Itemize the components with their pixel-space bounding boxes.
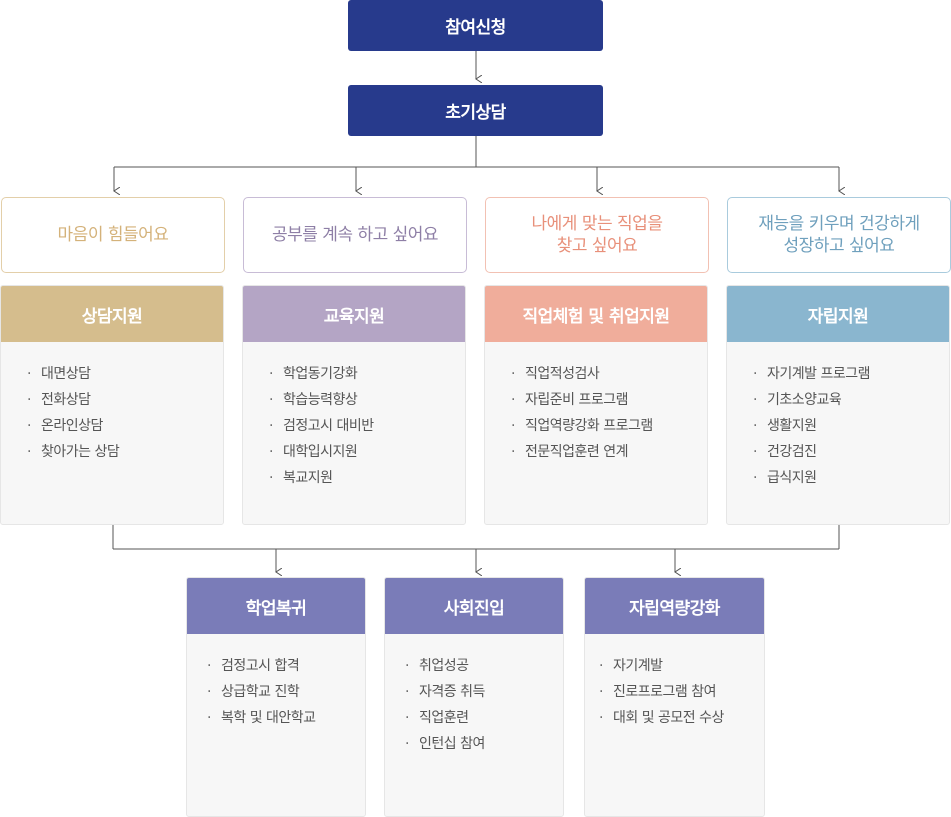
list-item: 자격증 취득: [405, 679, 563, 705]
list-item: 진로프로그램 참여: [599, 679, 764, 705]
list-item: 복교지원: [269, 465, 465, 491]
support-card-career: 직업체험 및 취업지원 직업적성검사 자립준비 프로그램 직업역량강화 프로그램…: [484, 285, 708, 525]
initial-consult-node-label: 초기상담: [445, 103, 506, 123]
list-item: 찾아가는 상담: [27, 439, 223, 465]
list-item: 대회 및 공모전 수상: [599, 705, 764, 731]
outcome-card-header: 학업복귀: [187, 578, 365, 634]
support-card-header: 직업체험 및 취업지원: [485, 286, 707, 342]
support-card-title: 직업체험 및 취업지원: [522, 306, 670, 327]
list-item: 검정고시 대비반: [269, 413, 465, 439]
list-item: 자기계발 프로그램: [753, 361, 949, 387]
outcome-card-self-reliance: 자립역량강화 자기계발 진로프로그램 참여 대회 및 공모전 수상: [584, 577, 765, 817]
support-card-header: 상담지원: [1, 286, 223, 342]
outcome-card-list: 취업성공 자격증 취득 직업훈련 인턴십 참여: [385, 634, 563, 757]
list-item: 인턴십 참여: [405, 731, 563, 757]
outcome-card-title: 학업복귀: [245, 598, 307, 619]
outcome-card-header: 자립역량강화: [585, 578, 764, 634]
initial-consult-node: 초기상담: [348, 85, 603, 136]
support-card-education: 교육지원 학업동기강화 학습능력향상 검정고시 대비반 대학입시지원 복교지원: [242, 285, 466, 525]
list-item: 전문직업훈련 연계: [511, 439, 707, 465]
support-card-list: 대면상담 전화상담 온라인상담 찾아가는 상담: [1, 342, 223, 465]
list-item: 직업훈련: [405, 705, 563, 731]
support-card-title: 교육지원: [323, 306, 385, 327]
list-item: 학업동기강화: [269, 361, 465, 387]
apply-node: 참여신청: [348, 0, 603, 51]
outcome-card-title: 사회진입: [443, 598, 505, 619]
support-card-header: 교육지원: [243, 286, 465, 342]
list-item: 급식지원: [753, 465, 949, 491]
need-box-label: 공부를 계속 하고 싶어요: [271, 225, 439, 245]
support-card-list: 학업동기강화 학습능력향상 검정고시 대비반 대학입시지원 복교지원: [243, 342, 465, 491]
need-box-label: 마음이 힘들어요: [57, 225, 169, 245]
outcome-card-list: 검정고시 합격 상급학교 진학 복학 및 대안학교: [187, 634, 365, 731]
need-box-3: 나에게 맞는 직업을 찾고 싶어요: [485, 197, 709, 273]
need-box-label: 나에게 맞는 직업을 찾고 싶어요: [531, 214, 663, 256]
apply-node-label: 참여신청: [445, 18, 506, 38]
outcome-card-header: 사회진입: [385, 578, 563, 634]
outcome-card-title: 자립역량강화: [629, 598, 720, 619]
support-card-header: 자립지원: [727, 286, 949, 342]
list-item: 학습능력향상: [269, 387, 465, 413]
list-item: 전화상담: [27, 387, 223, 413]
list-item: 대학입시지원: [269, 439, 465, 465]
support-card-counseling: 상담지원 대면상담 전화상담 온라인상담 찾아가는 상담: [0, 285, 224, 525]
list-item: 건강검진: [753, 439, 949, 465]
list-item: 취업성공: [405, 653, 563, 679]
list-item: 복학 및 대안학교: [207, 705, 365, 731]
list-item: 생활지원: [753, 413, 949, 439]
support-card-title: 자립지원: [807, 306, 869, 327]
need-box-1: 마음이 힘들어요: [1, 197, 225, 273]
need-box-label: 재능을 키우며 건강하게 성장하고 싶어요: [758, 214, 920, 256]
list-item: 자기계발: [599, 653, 764, 679]
support-card-list: 직업적성검사 자립준비 프로그램 직업역량강화 프로그램 전문직업훈련 연계: [485, 342, 707, 465]
list-item: 검정고시 합격: [207, 653, 365, 679]
list-item: 직업역량강화 프로그램: [511, 413, 707, 439]
support-card-title: 상담지원: [81, 306, 143, 327]
outcome-card-list: 자기계발 진로프로그램 참여 대회 및 공모전 수상: [585, 634, 764, 731]
list-item: 자립준비 프로그램: [511, 387, 707, 413]
need-box-4: 재능을 키우며 건강하게 성장하고 싶어요: [727, 197, 951, 273]
outcome-card-school-return: 학업복귀 검정고시 합격 상급학교 진학 복학 및 대안학교: [186, 577, 366, 817]
list-item: 상급학교 진학: [207, 679, 365, 705]
support-card-independence: 자립지원 자기계발 프로그램 기초소양교육 생활지원 건강검진 급식지원: [726, 285, 950, 525]
support-card-list: 자기계발 프로그램 기초소양교육 생활지원 건강검진 급식지원: [727, 342, 949, 491]
need-box-2: 공부를 계속 하고 싶어요: [243, 197, 467, 273]
list-item: 온라인상담: [27, 413, 223, 439]
outcome-card-social-entry: 사회진입 취업성공 자격증 취득 직업훈련 인턴십 참여: [384, 577, 564, 817]
list-item: 기초소양교육: [753, 387, 949, 413]
list-item: 직업적성검사: [511, 361, 707, 387]
list-item: 대면상담: [27, 361, 223, 387]
